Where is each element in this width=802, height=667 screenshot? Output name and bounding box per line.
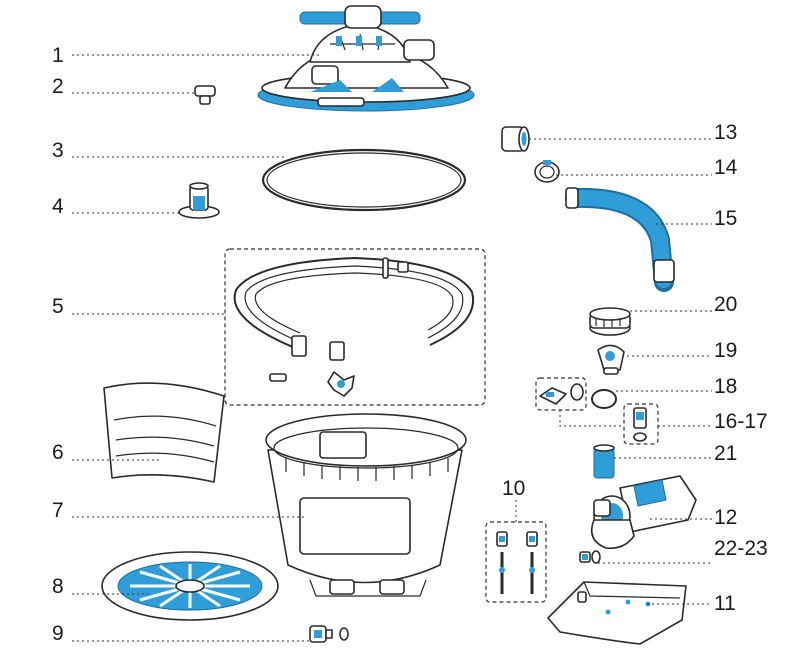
part-label-9: 9 (52, 622, 64, 645)
part-label-16-17: 16-17 (714, 410, 768, 433)
part-5-clamp-assembly (224, 248, 486, 406)
part-15-hose (565, 187, 675, 292)
part-12-pump (590, 475, 697, 550)
part-label-7: 7 (52, 499, 64, 522)
part-label-2: 2 (52, 75, 64, 98)
part-11-pump-base (547, 581, 687, 645)
part-2-plug (194, 85, 216, 105)
part-16-17-adaptors (535, 377, 659, 445)
part-14-hose-clamp (534, 160, 560, 183)
part-label-3: 3 (52, 139, 64, 162)
part-22-23-fittings (579, 550, 601, 564)
part-label-15: 15 (714, 207, 737, 230)
part-label-10: 10 (502, 477, 525, 500)
part-18-o-ring (591, 389, 617, 409)
part-19-fitting (597, 344, 625, 375)
part-label-11: 11 (714, 592, 736, 615)
part-6-strainer-panel (103, 382, 225, 483)
part-10-screws (485, 521, 547, 603)
part-21-sleeve (593, 444, 615, 479)
part-label-20: 20 (714, 293, 737, 316)
part-8-lateral-base (101, 551, 279, 621)
part-label-13: 13 (714, 121, 737, 144)
part-label-4: 4 (52, 195, 64, 218)
part-20-cap (589, 307, 631, 336)
part-13-hose-connector (501, 126, 530, 152)
part-label-14: 14 (714, 156, 738, 179)
part-label-1: 1 (52, 44, 64, 67)
part-4-diffuser (178, 182, 220, 219)
part-label-12: 12 (714, 506, 737, 529)
part-3-o-ring (261, 148, 467, 212)
part-label-22-23: 22-23 (714, 537, 768, 560)
part-9-drain-plug (309, 625, 349, 643)
part-1-multiport-valve (257, 5, 475, 112)
part-7-tank (265, 413, 467, 597)
part-label-21: 21 (714, 442, 737, 465)
part-label-19: 19 (714, 339, 737, 362)
part-label-5: 5 (52, 295, 64, 318)
part-label-18: 18 (714, 375, 737, 398)
part-label-8: 8 (52, 575, 64, 598)
part-label-6: 6 (52, 441, 64, 464)
